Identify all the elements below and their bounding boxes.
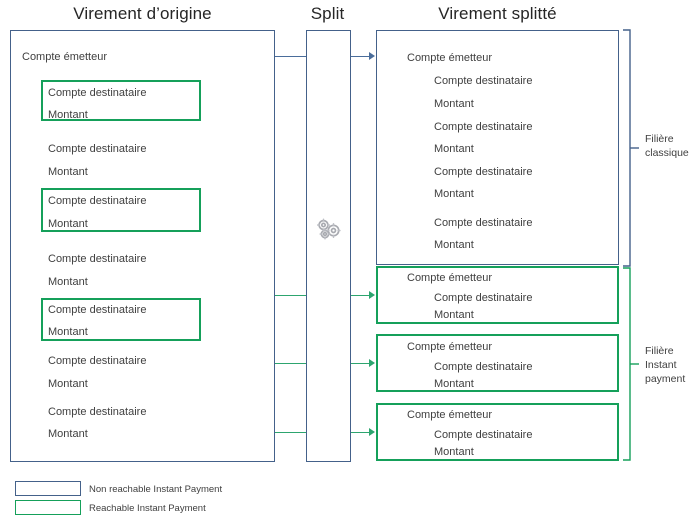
bracket-label-filiere-classique: Filière classique	[645, 132, 689, 160]
splitte-classique-entry-4-destinataire: Compte destinataire	[434, 217, 533, 229]
origine-entry-5-highlight	[41, 298, 201, 341]
origine-entry-7-destinataire: Compte destinataire	[48, 406, 147, 418]
splitte-classique-entry-4-montant: Montant	[434, 239, 474, 251]
connector-split-classique	[351, 56, 371, 57]
bracket-label-instant-line1: Filière	[645, 345, 674, 357]
bracket-filiere-instant-payment	[623, 267, 639, 461]
origine-entry-6-montant: Montant	[48, 378, 88, 390]
splitte-classique-entry-2-montant: Montant	[434, 143, 474, 155]
bracket-label-instant-line2: Instant	[645, 359, 677, 371]
connector-origine-split-green-1	[275, 295, 306, 296]
origine-entry-5-destinataire: Compte destinataire	[48, 304, 147, 316]
origine-entry-3-highlight	[41, 188, 201, 232]
connector-split-instant-3	[351, 432, 371, 433]
splitte-instant-3-compte-emetteur: Compte émetteur	[407, 409, 492, 421]
origine-entry-7-montant: Montant	[48, 428, 88, 440]
arrow-split-instant-3	[369, 428, 375, 436]
virement-origine-container	[10, 30, 275, 462]
splitte-instant-2-compte-emetteur: Compte émetteur	[407, 341, 492, 353]
arrow-split-instant-1	[369, 291, 375, 299]
origine-entry-5-montant: Montant	[48, 326, 88, 338]
splitte-instant-1-compte-emetteur: Compte émetteur	[407, 272, 492, 284]
origine-entry-2-montant: Montant	[48, 166, 88, 178]
arrow-split-classique	[369, 52, 375, 60]
origine-entry-4-montant: Montant	[48, 276, 88, 288]
origine-entry-3-montant: Montant	[48, 218, 88, 230]
splitte-classique-entry-2-destinataire: Compte destinataire	[434, 121, 533, 133]
splitte-classique-entry-1-montant: Montant	[434, 98, 474, 110]
connector-origine-split-green-3	[275, 432, 306, 433]
splitte-classique-entry-3-destinataire: Compte destinataire	[434, 166, 533, 178]
bracket-label-filiere-instant-payment: Filière Instant payment	[645, 344, 685, 386]
connector-origine-split-blue	[275, 56, 306, 57]
legend-label-reachable: Reachable Instant Payment	[89, 503, 206, 514]
splitte-instant-payment-2-container	[376, 334, 619, 392]
column-title-split: Split	[310, 4, 345, 23]
bracket-label-classique-line1: Filière	[645, 133, 674, 145]
splitte-instant-2-montant: Montant	[434, 378, 474, 390]
origine-compte-emetteur: Compte émetteur	[22, 51, 107, 63]
gears-icon	[316, 218, 341, 240]
splitte-instant-3-destinataire: Compte destinataire	[434, 429, 533, 441]
origine-entry-2-destinataire: Compte destinataire	[48, 143, 147, 155]
bracket-label-classique-line2: classique	[645, 147, 689, 159]
column-title-virement-origine: Virement d’origine	[73, 4, 212, 23]
origine-entry-1-destinataire: Compte destinataire	[48, 87, 147, 99]
connector-origine-split-green-2	[275, 363, 306, 364]
connector-split-instant-1	[351, 295, 371, 296]
arrow-split-instant-2	[369, 359, 375, 367]
splitte-classique-entry-3-montant: Montant	[434, 188, 474, 200]
column-title-virement-splitte: Virement splitté	[438, 4, 557, 23]
split-container	[306, 30, 351, 462]
splitte-instant-payment-3-container	[376, 403, 619, 461]
connector-split-instant-2	[351, 363, 371, 364]
splitte-classique-container	[376, 30, 619, 265]
splitte-instant-1-destinataire: Compte destinataire	[434, 292, 533, 304]
legend-label-non-reachable: Non reachable Instant Payment	[89, 484, 223, 495]
origine-entry-6-destinataire: Compte destinataire	[48, 355, 147, 367]
bracket-filiere-classique	[623, 29, 639, 267]
splitte-instant-3-montant: Montant	[434, 446, 474, 458]
origine-entry-1-highlight	[41, 80, 201, 121]
origine-entry-1-montant: Montant	[48, 109, 88, 121]
splitte-instant-payment-1-container	[376, 266, 619, 324]
splitte-instant-1-montant: Montant	[434, 309, 474, 321]
origine-entry-4-destinataire: Compte destinataire	[48, 253, 147, 265]
origine-entry-3-destinataire: Compte destinataire	[48, 195, 147, 207]
splitte-classique-compte-emetteur: Compte émetteur	[407, 52, 492, 64]
bracket-label-instant-line3: payment	[645, 373, 686, 385]
splitte-instant-2-destinataire: Compte destinataire	[434, 361, 533, 373]
legend-swatch-reachable	[15, 500, 81, 515]
splitte-classique-entry-1-destinataire: Compte destinataire	[434, 75, 533, 87]
legend-swatch-non-reachable	[15, 481, 81, 496]
